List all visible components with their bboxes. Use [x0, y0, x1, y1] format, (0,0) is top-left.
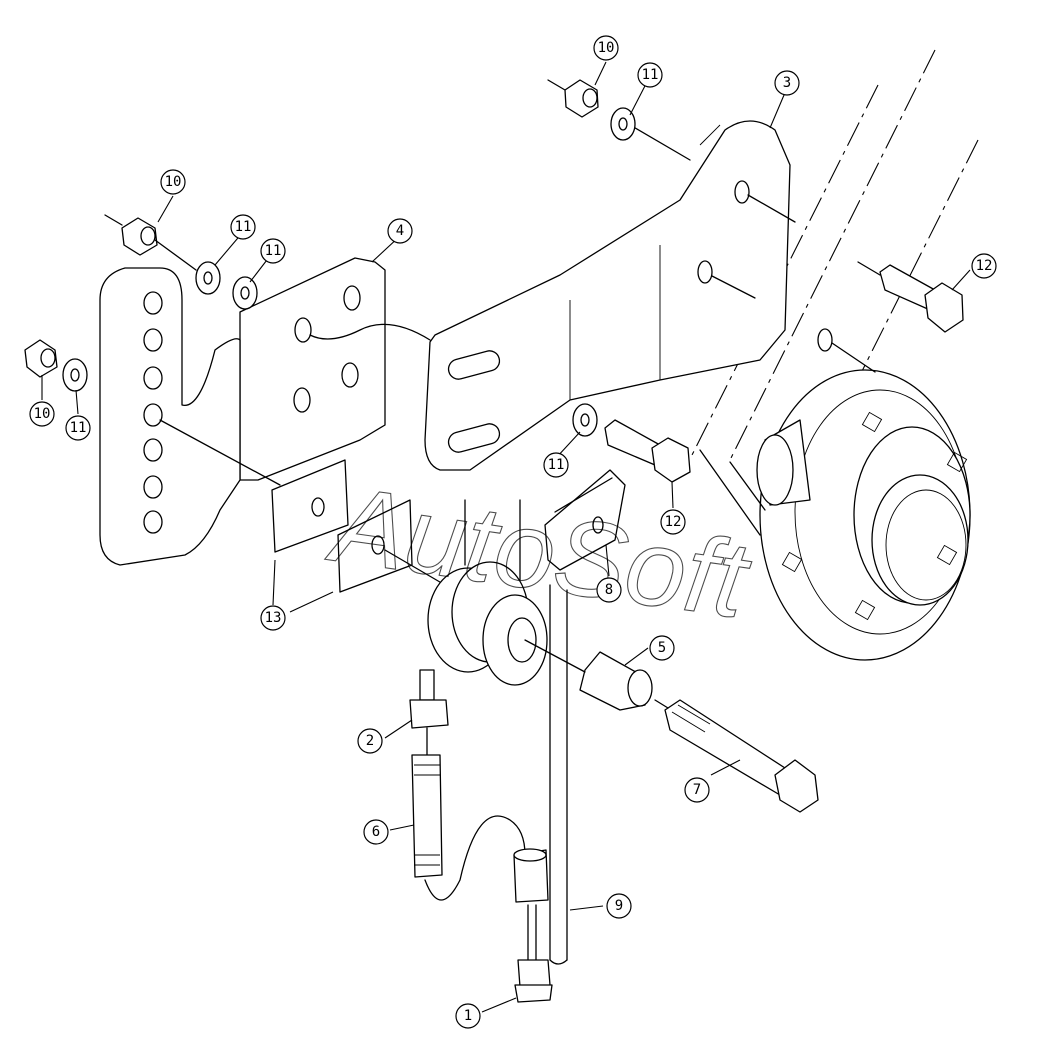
callout-label: 3: [783, 75, 791, 91]
callout-10-left: 10: [29, 401, 55, 427]
callout-label: 6: [372, 824, 380, 840]
callout-label: 5: [658, 640, 666, 656]
bushing-drawing: [524, 639, 653, 711]
callout-label: 10: [34, 406, 51, 422]
callout-12-middle: 12: [660, 509, 686, 535]
callout-10-top-right: 10: [593, 35, 619, 61]
callout-4: 4: [387, 218, 413, 244]
callout-label: 11: [235, 219, 252, 235]
clip-drawing: [544, 469, 626, 571]
callout-label: 2: [366, 733, 374, 749]
callout-11-top-left-b: 11: [260, 238, 286, 264]
bracket-arm-drawing: [424, 120, 876, 471]
callout-label: 12: [665, 514, 682, 530]
callout-label: 4: [396, 223, 404, 239]
callout-12-right: 12: [971, 253, 997, 279]
callout-label: 12: [976, 258, 993, 274]
callout-label: 1: [464, 1008, 472, 1024]
hose-assembly-drawing: [409, 669, 553, 1003]
callout-label: 11: [548, 457, 565, 473]
callout-label: 11: [642, 67, 659, 83]
shims-drawing: [271, 459, 446, 593]
plate-drawing: [239, 257, 431, 481]
callout-label: 11: [265, 243, 282, 259]
bracket-left-drawing: [99, 267, 281, 566]
spring-drawing: [427, 499, 568, 965]
callout-label: 9: [615, 898, 623, 914]
callout-11-top-left-a: 11: [230, 214, 256, 240]
callout-2: 2: [357, 728, 383, 754]
callout-label: 10: [598, 40, 615, 56]
callout-6: 6: [363, 819, 389, 845]
callout-label: 13: [265, 610, 282, 626]
callout-7: 7: [684, 777, 710, 803]
callout-11-middle: 11: [543, 452, 569, 478]
bolt-drawing: [654, 699, 819, 813]
callout-9: 9: [606, 893, 632, 919]
callout-5: 5: [649, 635, 675, 661]
callout-11-left: 11: [65, 415, 91, 441]
callout-label: 7: [693, 782, 701, 798]
callout-label: 8: [605, 582, 613, 598]
callout-10-top-left: 10: [160, 169, 186, 195]
bolts-12-drawing: [604, 261, 964, 483]
callout-label: 11: [70, 420, 87, 436]
callout-3: 3: [774, 70, 800, 96]
nuts-washers-drawing: [24, 79, 636, 437]
callout-13: 13: [260, 605, 286, 631]
callout-1: 1: [455, 1003, 481, 1029]
callout-label: 10: [165, 174, 182, 190]
callout-11-top-right: 11: [637, 62, 663, 88]
wheel-hub-drawing: [691, 49, 979, 661]
callout-8: 8: [596, 577, 622, 603]
